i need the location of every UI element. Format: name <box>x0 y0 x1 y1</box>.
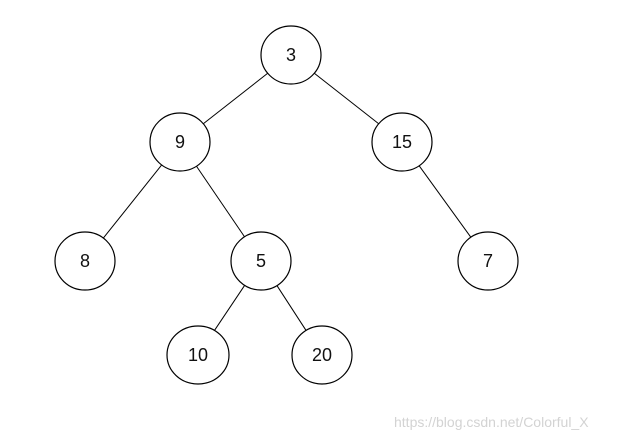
tree-node-10: 10 <box>166 325 230 385</box>
edge-n15-n7 <box>418 165 472 238</box>
tree-nodes: 3 9 15 8 5 7 10 20 <box>54 25 519 385</box>
node-circle <box>457 231 519 291</box>
node-circle <box>149 112 211 172</box>
edge-n9-n8 <box>102 164 163 239</box>
node-label: 8 <box>80 251 90 271</box>
tree-edges <box>102 72 472 331</box>
node-circle <box>166 325 230 385</box>
watermark-text: https://blog.csdn.net/Colorful_X <box>394 414 589 430</box>
edge-n3-n15 <box>313 72 380 125</box>
node-circle <box>230 231 292 291</box>
node-label: 5 <box>256 251 266 271</box>
node-circle <box>54 231 116 291</box>
edge-n9-n5 <box>196 165 245 238</box>
edge-n5-n20 <box>276 285 307 331</box>
tree-node-20: 20 <box>291 325 353 385</box>
edge-n5-n10 <box>214 285 246 331</box>
node-circle <box>371 112 433 172</box>
tree-node-7: 7 <box>457 231 519 291</box>
edge-n3-n9 <box>202 72 269 125</box>
tree-node-15: 15 <box>371 112 433 172</box>
tree-node-5: 5 <box>230 231 292 291</box>
tree-node-3: 3 <box>260 25 322 85</box>
node-circle <box>291 325 353 385</box>
node-label: 3 <box>286 45 296 65</box>
node-label: 9 <box>175 132 185 152</box>
node-circle <box>260 25 322 85</box>
node-label: 20 <box>312 345 332 365</box>
node-label: 7 <box>483 251 493 271</box>
node-label: 15 <box>392 132 412 152</box>
tree-node-9: 9 <box>149 112 211 172</box>
tree-node-8: 8 <box>54 231 116 291</box>
node-label: 10 <box>188 345 208 365</box>
